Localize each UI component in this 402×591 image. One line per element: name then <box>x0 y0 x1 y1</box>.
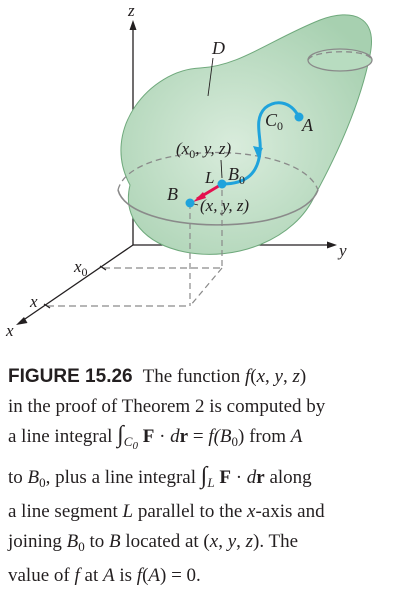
point-b0 <box>217 179 227 189</box>
x-axis-label: x <box>5 321 14 340</box>
top-opening-back <box>307 51 373 61</box>
x-axis <box>21 244 134 322</box>
base-diagonal <box>189 267 223 307</box>
x-tick <box>43 303 51 309</box>
x0-label: x0 <box>73 257 88 279</box>
d-leader <box>207 57 214 97</box>
point-a-label: A <box>301 115 314 135</box>
pt-top-leader <box>220 159 223 179</box>
pt-bottom-label: (x, y, z) <box>200 196 249 215</box>
segment-l-label: L <box>204 168 214 187</box>
x0-tick <box>99 265 107 271</box>
z-axis-label: z <box>127 1 135 20</box>
y-axis-arrow <box>327 241 337 249</box>
curve-c0-label: C0 <box>265 110 283 133</box>
y-axis-label: y <box>337 241 347 260</box>
x-tick-label: x <box>29 292 38 311</box>
point-b0-label: B0 <box>228 164 245 187</box>
z-axis-arrow <box>129 20 137 30</box>
curve-c0-arrow <box>253 146 263 158</box>
point-b <box>185 198 195 208</box>
point-b-label: B <box>167 184 178 204</box>
surface-d-label: D <box>211 38 225 58</box>
pt-top-label: (x0, y, z) <box>176 139 231 161</box>
figure-15-26: z y x x x0 D C0 A (x0, y, z) L B0 B (x, … <box>5 1 373 340</box>
x-axis-arrow <box>16 317 28 325</box>
equator-back <box>117 151 319 191</box>
segment-l-arrow <box>193 192 206 202</box>
equator-front <box>117 189 319 226</box>
curve-c0 <box>221 101 301 186</box>
point-a <box>294 112 304 122</box>
figure-number: FIGURE 15.26 <box>8 366 133 387</box>
surface-d <box>120 14 372 255</box>
